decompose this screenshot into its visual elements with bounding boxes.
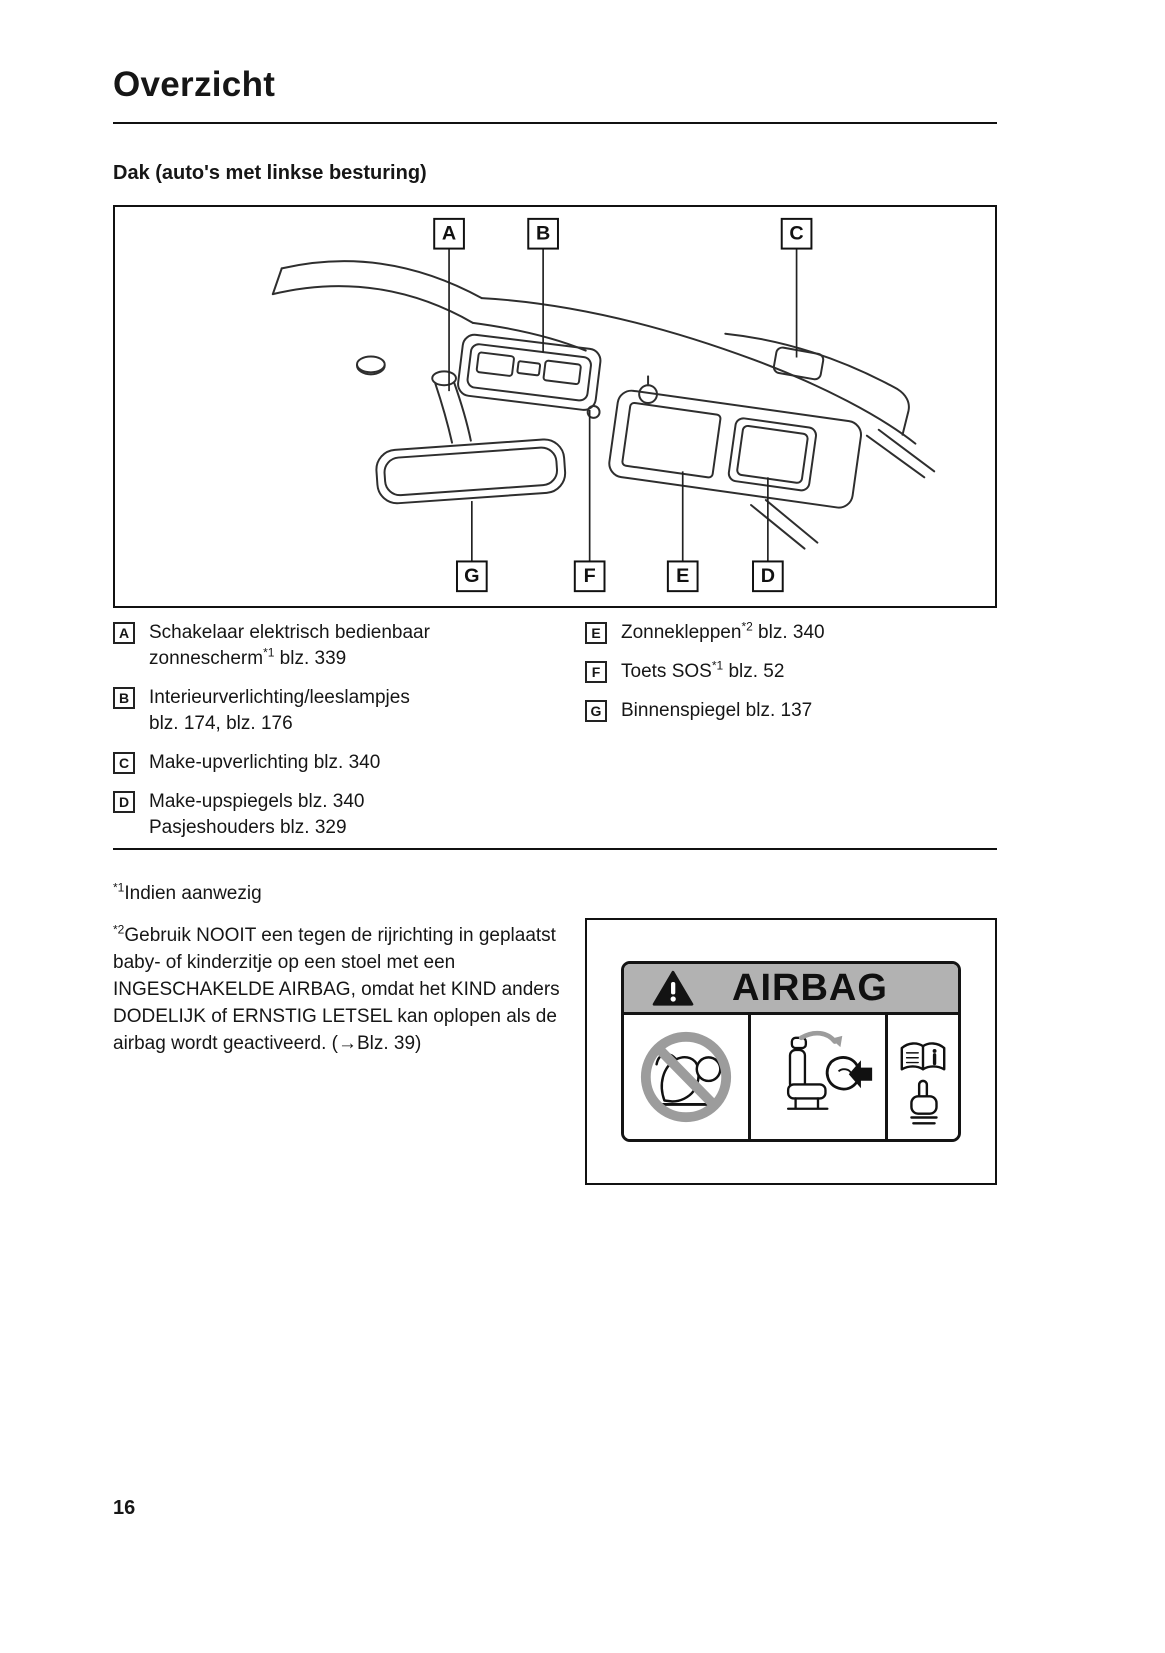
legend-key-a: A <box>113 622 135 644</box>
svg-text:C: C <box>789 223 803 245</box>
diagram-label-g: G <box>455 560 488 593</box>
diagram-label-d: D <box>752 560 784 593</box>
seat-airbag-deploy-icon <box>751 1015 888 1139</box>
airbag-label-header: AIRBAG <box>624 964 958 1015</box>
footnote-ref: *2 <box>741 619 753 634</box>
legend-key-d: D <box>113 791 135 813</box>
roof-diagram: A B C G F <box>271 217 936 593</box>
headliner-edges <box>271 260 917 445</box>
callout-lines <box>448 248 798 562</box>
legend-item-e: E Zonnekleppen*2 blz. 340 <box>585 620 997 646</box>
legend-text-c: Make-upverlichting blz. 340 <box>149 752 381 773</box>
legend-key-f: F <box>585 661 607 683</box>
rearview-mirror <box>375 438 567 505</box>
manual-book-icon <box>888 1015 958 1139</box>
legend-text-b: Interieurverlichting/leeslampjes blz. 17… <box>149 687 410 734</box>
airbag-label-frame: AIRBAG <box>585 918 997 1185</box>
airbag-label-body <box>624 1015 958 1139</box>
legend-text-g: Binnenspiegel blz. 137 <box>621 700 813 721</box>
pillar-lines <box>750 428 936 550</box>
legend-key-e: E <box>585 622 607 644</box>
footnote-marker: *2 <box>113 922 125 937</box>
legend-item-b: B Interieurverlichting/leeslampjes blz. … <box>113 685 583 737</box>
legend-item-d: D Make-upspiegels blz. 340 Pasjeshouders… <box>113 789 583 841</box>
airbag-label-title: AIRBAG <box>732 967 888 1009</box>
svg-text:E: E <box>676 565 689 587</box>
diagram-label-e: E <box>666 560 699 593</box>
page-number: 16 <box>113 1497 136 1519</box>
page-title: Overzicht <box>113 65 276 105</box>
diagram-label-a: A <box>433 217 465 250</box>
footnote-marker: *1 <box>113 880 125 895</box>
dome-knob <box>355 355 386 376</box>
section-heading: Dak (auto's met linkse besturing) <box>113 161 427 184</box>
legend-item-a: A Schakelaar elektrisch bedienbaar zonne… <box>113 620 583 672</box>
airbag-warning-label: AIRBAG <box>621 961 961 1142</box>
legend-item-f: F Toets SOS*1 blz. 52 <box>585 659 997 685</box>
footnote-ref: *1 <box>711 658 724 673</box>
svg-text:A: A <box>442 223 456 245</box>
footnote-2: *2Gebruik NOOIT een tegen de rijrichting… <box>113 922 560 1054</box>
legend-key-b: B <box>113 687 135 709</box>
roof-diagram-frame: A B C G F <box>113 205 997 608</box>
legend-text-d: Make-upspiegels blz. 340 Pasjeshouders b… <box>149 791 365 838</box>
no-rear-facing-child-seat-icon <box>624 1015 751 1139</box>
sos-button <box>586 405 601 419</box>
footnote-ref: *1 <box>263 645 275 660</box>
diagram-label-f: F <box>573 560 606 593</box>
sun-visor <box>608 389 862 509</box>
warning-triangle-icon <box>652 970 694 1006</box>
legend-text-f: Toets SOS*1 blz. 52 <box>621 658 785 682</box>
legend-text-a: Schakelaar elektrisch bedienbaar zonnesc… <box>149 622 430 669</box>
visor-hook <box>638 375 658 405</box>
legend-right-column: E Zonnekleppen*2 blz. 340 F Toets SOS*1 … <box>585 620 997 737</box>
svg-text:F: F <box>584 565 596 587</box>
svg-text:B: B <box>536 223 550 245</box>
legend-item-g: G Binnenspiegel blz. 137 <box>585 698 997 724</box>
svg-text:G: G <box>464 565 479 587</box>
legend-left-column: A Schakelaar elektrisch bedienbaar zonne… <box>113 620 583 854</box>
legend-item-c: C Make-upverlichting blz. 340 <box>113 750 583 776</box>
diagram-label-c: C <box>780 217 813 250</box>
mirror-mount <box>431 370 472 444</box>
diagram-label-b: B <box>527 217 559 250</box>
legend-key-c: C <box>113 752 135 774</box>
divider-top <box>113 122 997 124</box>
divider-footnotes <box>113 848 997 850</box>
legend-text-e: Zonnekleppen*2 blz. 340 <box>621 619 825 643</box>
rear-visor-makeup-light <box>724 332 910 436</box>
svg-text:D: D <box>761 565 775 587</box>
footnote-1: *1Indien aanwezig <box>113 880 262 904</box>
overhead-console <box>457 333 602 411</box>
legend-key-g: G <box>585 700 607 722</box>
